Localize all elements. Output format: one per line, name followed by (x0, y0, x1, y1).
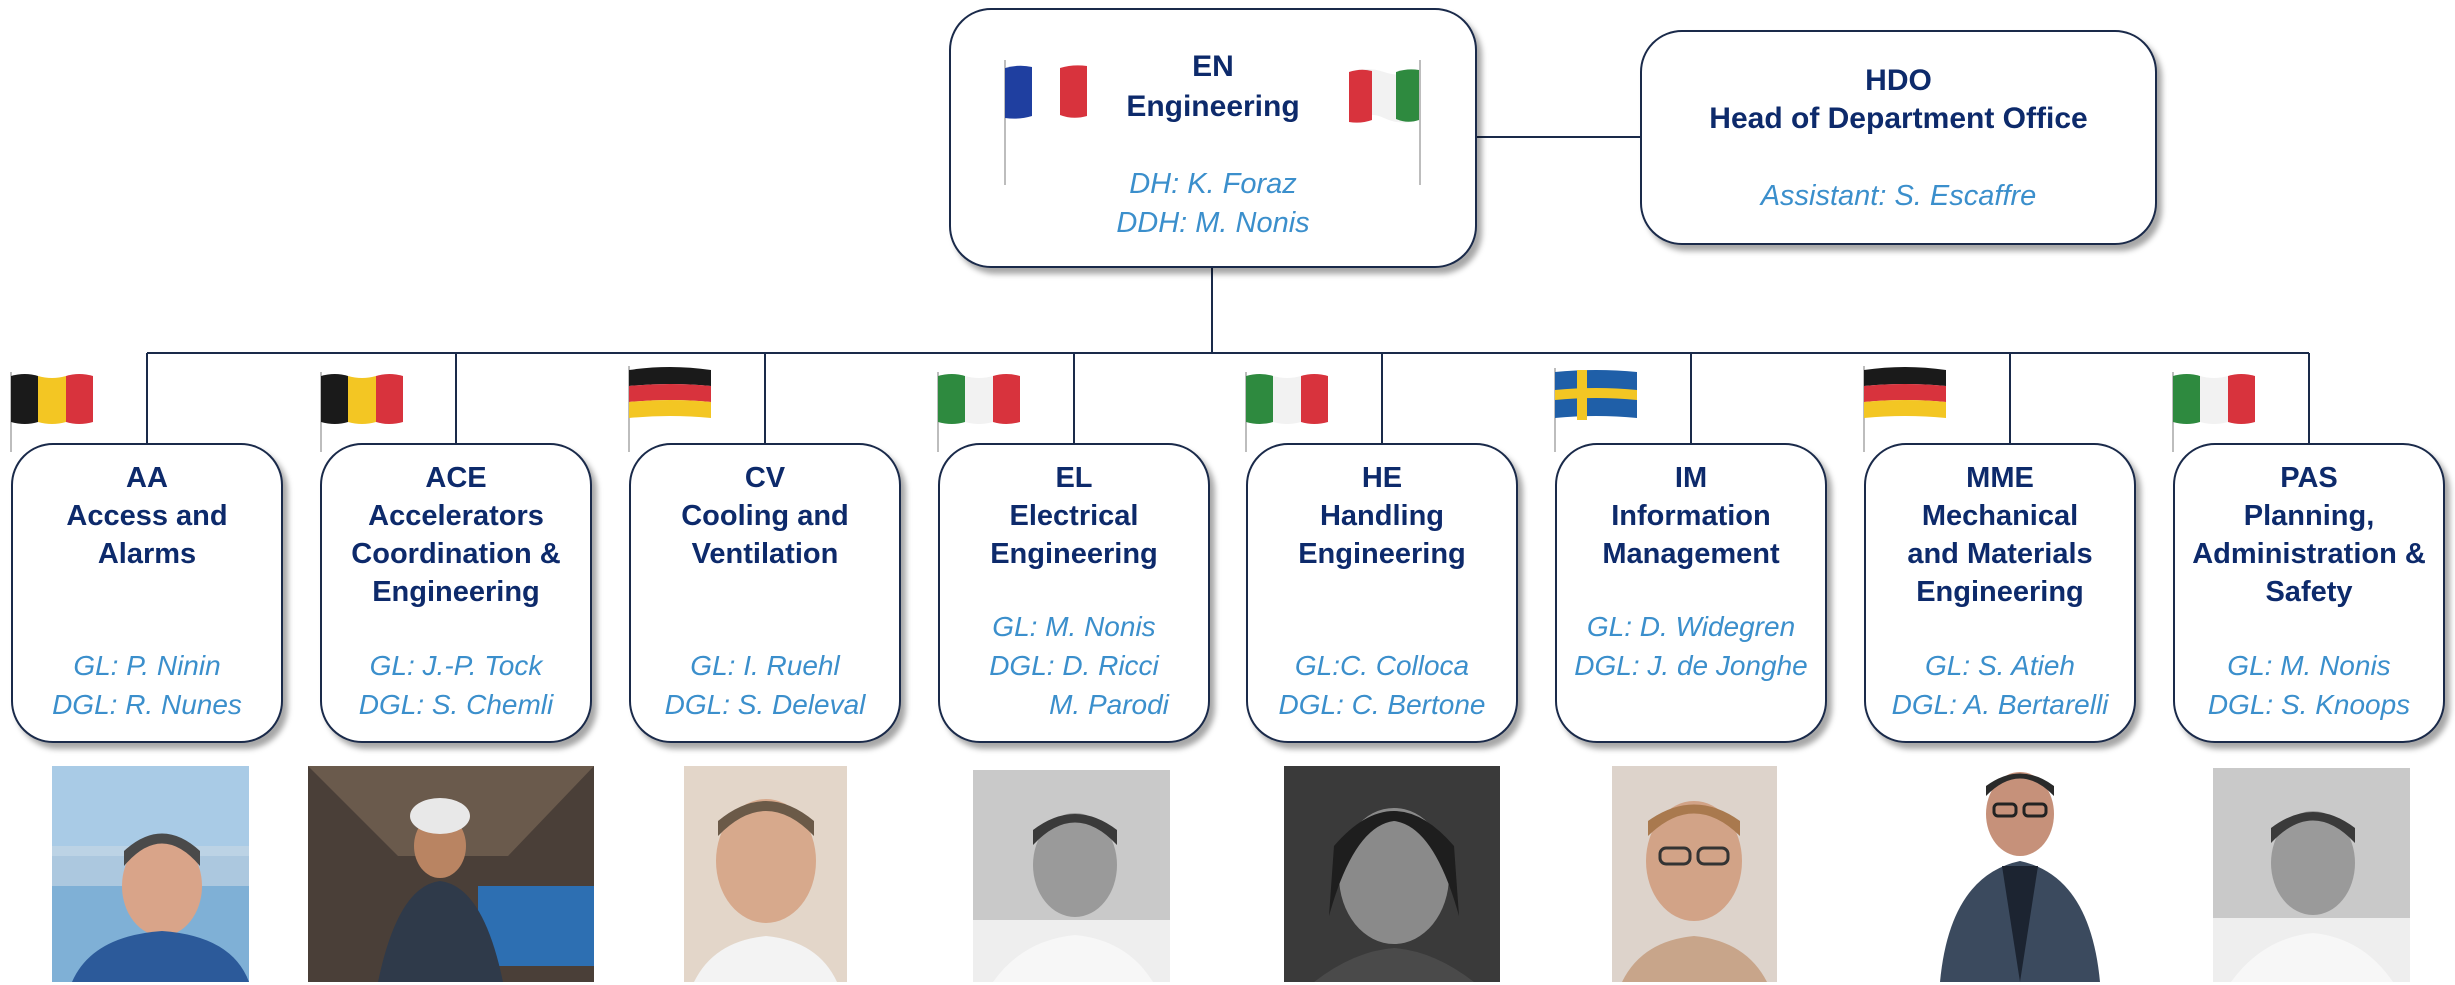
department-box: EN Engineering DH: K. Foraz DDH: M. Noni… (949, 8, 1477, 268)
department-title: Engineering (1126, 90, 1300, 123)
group-leader: GL: I. Ruehl (690, 650, 840, 681)
germany-flag-icon (1864, 367, 1946, 418)
group-code: PAS (2280, 462, 2338, 494)
group-deputy: DGL: S. Deleval (664, 689, 866, 720)
group-title: Information Management (1602, 500, 1780, 570)
italy-flag-icon (938, 374, 1020, 424)
group-title: Access and Alarms (66, 500, 228, 570)
group-title: Electrical Engineering (990, 500, 1158, 570)
group-leader-photo-mme (1920, 756, 2120, 982)
group-code: AA (126, 462, 168, 494)
group-code: MME (1966, 462, 2034, 494)
hdo-box: HDO Head of Department Office Assistant:… (1640, 30, 2157, 245)
department-deputy: DDH: M. Nonis (1116, 207, 1310, 239)
group-leader-photo-he (1284, 766, 1500, 982)
flag-pole (1004, 60, 1006, 185)
group-box-mme: MME Mechanical and Materials Engineering… (1864, 443, 2136, 743)
group-title: Mechanical and Materials Engineering (1907, 500, 2093, 608)
italy-flag-icon (1349, 69, 1419, 123)
group-code: EL (1055, 462, 1093, 494)
group-title: Cooling and Ventilation (681, 500, 849, 570)
flag-pole (1419, 60, 1421, 185)
group-leader: GL: J.-P. Tock (369, 650, 543, 681)
group-leader: GL: D. Widegren (1586, 611, 1796, 642)
group-leader: GL: M. Nonis (2227, 650, 2391, 681)
group-deputy: DGL: D. Ricci (989, 650, 1159, 681)
hdo-title: Head of Department Office (1709, 102, 2088, 135)
group-deputy: DGL: J. de Jonghe (1574, 650, 1808, 681)
group-leader: GL: P. Ninin (73, 650, 221, 681)
italy-flag-icon (1246, 374, 1328, 424)
department-code: EN (1192, 50, 1234, 83)
group-leader-photo-el (973, 770, 1170, 982)
group-leader-photo-cv (684, 766, 847, 982)
group-leader-photo-ace (308, 766, 594, 982)
group-box-aa: AA Access and Alarms GL: P. Ninin DGL: R… (11, 443, 283, 743)
france-flag-icon (1005, 65, 1087, 119)
group-deputy: DGL: A. Bertarelli (1891, 689, 2109, 720)
belgium-flag-icon (321, 374, 403, 424)
group-box-he: HE Handling Engineering GL:C. Colloca DG… (1246, 443, 1518, 743)
group-deputy: DGL: C. Bertone (1278, 689, 1486, 720)
group-code: IM (1674, 462, 1708, 494)
germany-flag-icon (629, 367, 711, 418)
group-title: Planning, Administration & Safety (2192, 500, 2426, 608)
group-title: Accelerators Coordination & Engineering (351, 500, 561, 608)
group-leader: GL: S. Atieh (1925, 650, 2075, 681)
group-deputy-2: M. Parodi (1049, 689, 1169, 720)
group-box-im: IM Information Management GL: D. Widegre… (1555, 443, 1827, 743)
sweden-flag-icon (1555, 370, 1637, 420)
group-leader: GL: M. Nonis (992, 611, 1156, 642)
group-box-pas: PAS Planning, Administration & Safety GL… (2173, 443, 2445, 743)
group-leader-photo-pas (2213, 768, 2410, 982)
group-deputy: DGL: R. Nunes (52, 689, 242, 720)
group-code: CV (744, 462, 786, 494)
group-deputy: DGL: S. Chemli (358, 689, 554, 720)
group-leader-photo-aa (52, 766, 249, 982)
group-deputy: DGL: S. Knoops (2207, 689, 2411, 720)
group-title: Handling Engineering (1298, 500, 1466, 570)
group-box-el: EL Electrical Engineering GL: M. Nonis D… (938, 443, 1210, 743)
group-leader-photo-im (1612, 766, 1777, 982)
group-code: ACE (425, 462, 487, 494)
department-head: DH: K. Foraz (1129, 168, 1297, 200)
group-code: HE (1361, 462, 1403, 494)
hdo-code: HDO (1865, 64, 1932, 97)
group-box-cv: CV Cooling and Ventilation GL: I. Ruehl … (629, 443, 901, 743)
group-leader: GL:C. Colloca (1294, 650, 1470, 681)
italy-flag-icon (2173, 374, 2255, 424)
group-box-ace: ACE Accelerators Coordination & Engineer… (320, 443, 592, 743)
hdo-assistant: Assistant: S. Escaffre (1760, 180, 2037, 212)
belgium-flag-icon (11, 374, 93, 424)
